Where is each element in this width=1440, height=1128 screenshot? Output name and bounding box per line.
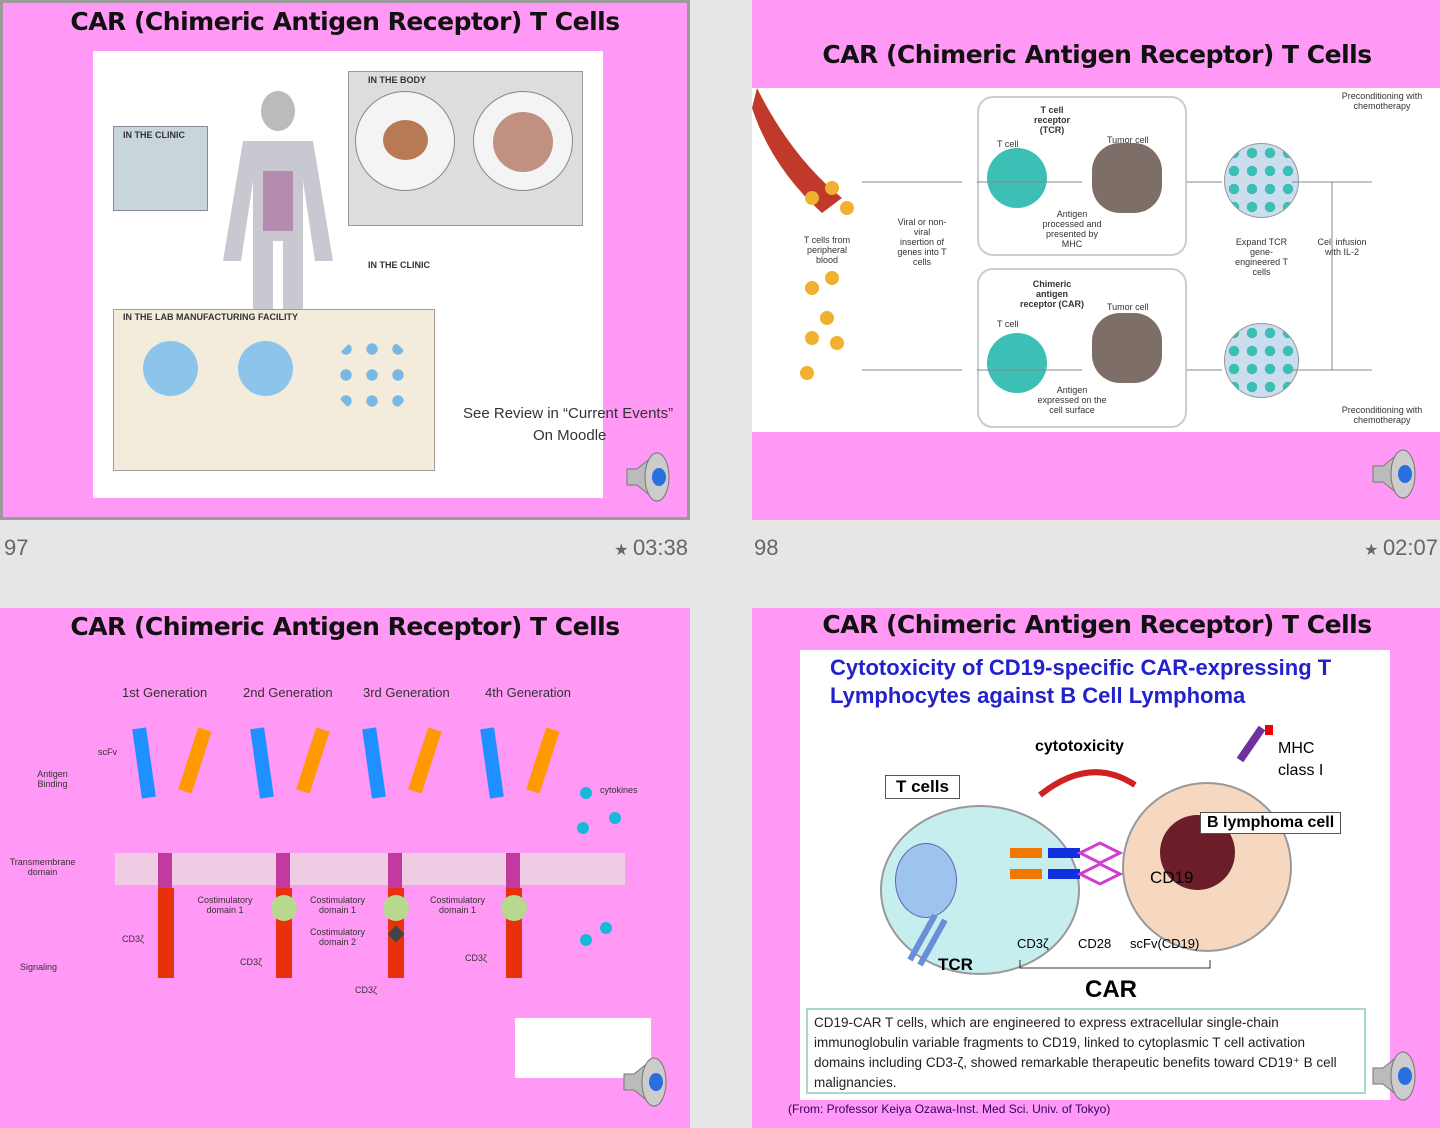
slide-title: CAR (Chimeric Antigen Receptor) T Cells (70, 612, 620, 641)
label: cytotoxicity (1035, 738, 1124, 755)
speaker-icon[interactable] (1367, 446, 1423, 502)
label: scFv (98, 747, 117, 757)
label: T cell receptor (TCR) (1033, 105, 1070, 135)
car-receptor-diagram (907, 725, 1273, 969)
label: Chimeric antigen receptor (CAR) (1019, 279, 1084, 309)
slide-thumbnail-97[interactable]: CAR (Chimeric Antigen Receptor) T Cells … (0, 0, 690, 520)
label: CD28 (1078, 936, 1112, 951)
slide-thumbnail-98[interactable]: CAR (Chimeric Antigen Receptor) T Cells … (752, 0, 1440, 520)
note-text: On Moodle (533, 427, 607, 444)
car-generation-diagram (115, 727, 651, 1078)
slide-thumbnail-cd19-car[interactable]: CAR (Chimeric Antigen Receptor) T Cells … (752, 608, 1440, 1128)
panel-label: IN THE CLINIC (368, 260, 430, 270)
label: Tumor cell (1107, 302, 1149, 312)
label: cytokines (600, 785, 638, 795)
timing-value: 02:07 (1382, 535, 1438, 560)
speaker-icon[interactable] (618, 1054, 674, 1110)
label: Viral or non-viral insertion of genes in… (897, 217, 947, 267)
slide-timing: ★ 03:38 (590, 535, 688, 561)
speaker-icon[interactable] (1367, 1048, 1423, 1104)
label: Expand TCR gene-engineered T cells (1235, 237, 1288, 277)
label: MHC class I (1278, 740, 1324, 779)
panel-label: IN THE LAB MANUFACTURING FACILITY (123, 312, 298, 322)
label: Antigen processed and presented by MHC (1042, 209, 1102, 249)
speaker-icon[interactable] (621, 449, 677, 505)
timing-value: 03:38 (632, 535, 688, 560)
label: CD3ζ (240, 957, 262, 967)
label: Tumor cell (1107, 135, 1149, 145)
slide-caption: CD19-CAR T cells, which are engineered t… (806, 1008, 1366, 1094)
slide-image-cd19-car: Cytotoxicity of CD19-specific CAR-expres… (800, 650, 1390, 1100)
slide-timing: ★ 02:07 (1340, 535, 1438, 561)
slide-title: CAR (Chimeric Antigen Receptor) T Cells (70, 7, 620, 36)
label: T cell (997, 319, 1019, 329)
label: Signaling (20, 962, 58, 972)
blood-vessel-illustration (752, 88, 854, 380)
star-icon: ★ (1364, 542, 1383, 559)
label: Preconditioning with chemotherapy (1341, 405, 1423, 425)
human-body-illustration (223, 91, 333, 331)
slide-title: CAR (Chimeric Antigen Receptor) T Cells (822, 40, 1372, 69)
slide-image-tcr-vs-car: T cells from peripheral blood Viral or n… (752, 88, 1440, 432)
slide-image-car-t-process: IN THE CLINIC IN THE BODY IN THE CLINIC … (93, 51, 603, 498)
label: Transmembrane domain (9, 857, 76, 877)
label: CD3ζ (1017, 936, 1049, 951)
slide-number: 97 (4, 535, 29, 560)
panel-label: IN THE CLINIC (123, 130, 185, 140)
note-text: See Review in “Current Events” (463, 405, 674, 422)
label: CD3ζ (355, 985, 377, 995)
label: Costimulatory domain 1 (429, 895, 485, 915)
process-arrows (862, 181, 1372, 371)
generation-label: 3rd Generation (363, 685, 450, 700)
generation-label: 2nd Generation (243, 685, 333, 700)
label: Costimulatory domain 1 (309, 895, 365, 915)
label: Antigen Binding (37, 769, 68, 789)
star-icon: ★ (614, 542, 633, 559)
label: B lymphoma cell (1200, 812, 1342, 834)
generation-label: 1st Generation (122, 685, 208, 700)
label: CD3ζ (465, 953, 487, 963)
slide-heading: Cytotoxicity of CD19-specific CAR-expres… (830, 655, 1332, 708)
generation-label: 4th Generation (485, 685, 572, 700)
label: T cells from peripheral blood (803, 235, 851, 265)
label: T cells (885, 775, 960, 799)
label: CD3ζ (122, 934, 144, 944)
slide-source: (From: Professor Keiya Ozawa-Inst. Med S… (788, 1102, 1111, 1116)
label: CAR (1085, 976, 1137, 1003)
label: scFv(CD19) (1130, 936, 1200, 951)
label: Cell infusion with IL-2 (1317, 237, 1367, 257)
slide-title: CAR (Chimeric Antigen Receptor) T Cells (822, 610, 1372, 639)
label: Costimulatory domain 1 (197, 895, 253, 915)
label: TCR (938, 955, 973, 974)
label: Costimulatory domain 2 (309, 927, 365, 947)
label: T cell (997, 139, 1019, 149)
slide-number: 98 (754, 535, 779, 560)
slide-thumbnail-car-generations[interactable]: CAR (Chimeric Antigen Receptor) T Cells … (0, 608, 690, 1128)
panel-label: IN THE BODY (368, 75, 427, 85)
label: Preconditioning with chemotherapy (1341, 91, 1423, 111)
label: CD19 (1150, 868, 1194, 887)
label: Antigen expressed on the cell surface (1037, 385, 1107, 415)
